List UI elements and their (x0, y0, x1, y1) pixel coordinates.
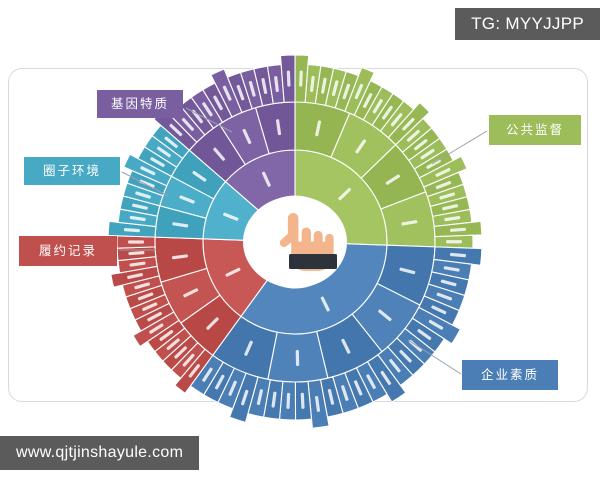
category-label-public[interactable]: 公共监督 (489, 115, 581, 145)
watermark-text: www.qjtjinshayule.com (16, 444, 184, 461)
category-label-record-text: 履约记录 (38, 243, 97, 258)
tg-badge-text: TG: MYYJJPP (471, 14, 584, 33)
watermark-badge: www.qjtjinshayule.com (0, 436, 200, 470)
category-label-circle[interactable]: 圈子环境 (24, 157, 120, 185)
category-label-circle-text: 圈子环境 (42, 163, 101, 178)
tg-badge: TG: MYYJJPP (455, 8, 600, 40)
category-label-genetic-text: 基因特质 (110, 96, 169, 111)
category-label-quality-text: 企业素质 (480, 367, 539, 382)
category-label-genetic[interactable]: 基因特质 (97, 90, 183, 118)
category-label-quality[interactable]: 企业素质 (462, 360, 558, 390)
category-label-public-text: 公共监督 (505, 122, 564, 137)
category-label-record[interactable]: 履约记录 (19, 236, 117, 266)
